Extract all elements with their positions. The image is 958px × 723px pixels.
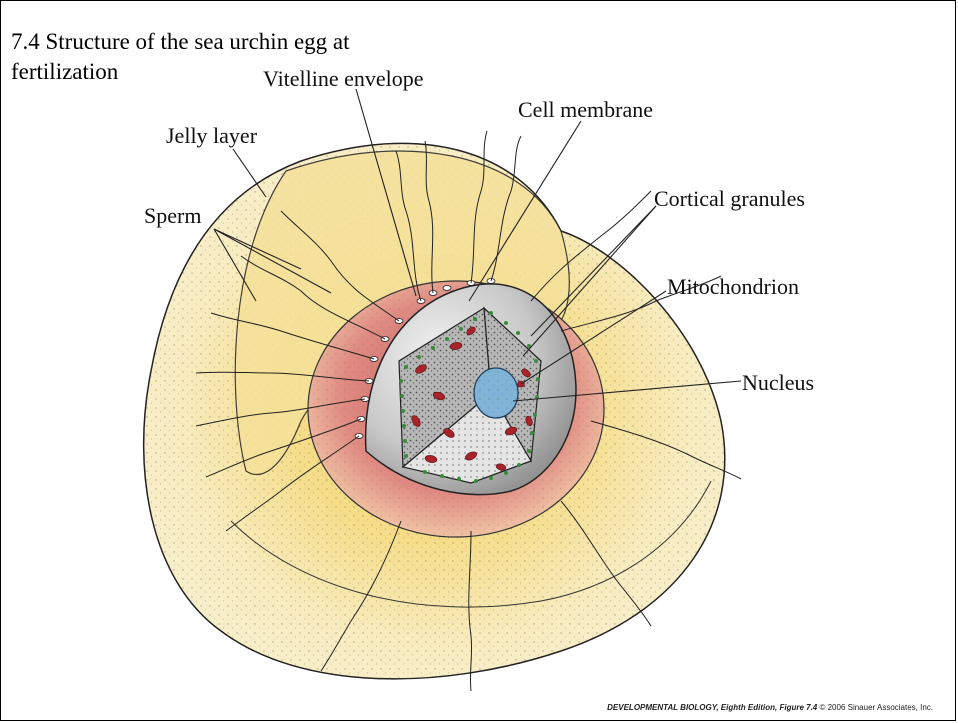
credit-book: DEVELOPMENTAL BIOLOGY, Eighth Edition, xyxy=(607,703,777,712)
label-sperm: Sperm xyxy=(144,204,201,228)
label-nucleus: Nucleus xyxy=(742,371,814,395)
label-cell-membrane: Cell membrane xyxy=(518,98,653,122)
label-vitelline-envelope: Vitelline envelope xyxy=(263,67,424,91)
credit-copyright: © 2006 Sinauer Associates, Inc. xyxy=(819,703,933,712)
figure-credit: DEVELOPMENTAL BIOLOGY, Eighth Edition, F… xyxy=(607,703,933,712)
label-jelly-layer: Jelly layer xyxy=(166,124,257,148)
label-cortical-granules: Cortical granules xyxy=(654,187,805,211)
label-mitochondrion: Mitochondrion xyxy=(667,275,799,299)
credit-figure: Figure 7.4 xyxy=(779,703,817,712)
nucleus-texture xyxy=(474,368,518,418)
